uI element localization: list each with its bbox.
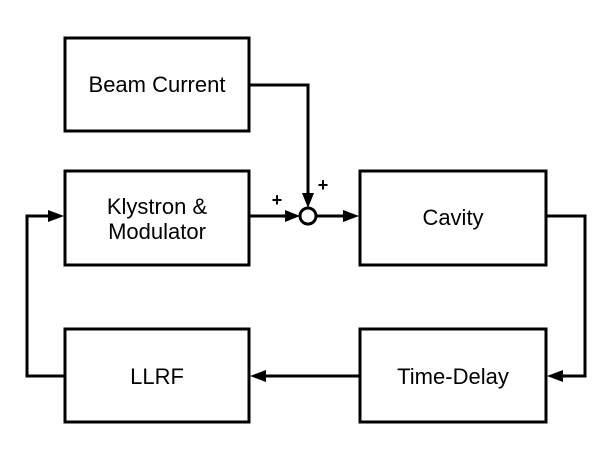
plus-sign-klystron-input: + — [272, 190, 283, 210]
klystron-modulator-block — [63, 169, 251, 267]
arrow-into-cavity — [343, 210, 359, 222]
arrow-into-llrf — [250, 370, 266, 382]
klystron-label-line2: Modulator — [108, 219, 206, 244]
cavity-block — [358, 169, 548, 267]
time-delay-block — [358, 327, 548, 424]
arrow-into-klystron — [48, 210, 64, 222]
beam-current-label: Beam Current — [89, 72, 226, 97]
arrow-into-summer-from-beam — [302, 193, 314, 208]
llrf-block — [63, 327, 251, 424]
summing-junction — [298, 206, 318, 226]
llrf-label: LLRF — [130, 364, 184, 389]
cavity-label: Cavity — [422, 205, 483, 230]
plus-sign-beam-input: + — [318, 175, 329, 195]
time-delay-label: Time-Delay — [397, 364, 509, 389]
beam-current-block — [63, 36, 251, 133]
klystron-label-line1: Klystron & — [107, 194, 208, 219]
wire-beam-to-summer — [249, 83, 310, 194]
wire-llrf-to-klystron — [25, 214, 65, 378]
arrow-into-time-delay — [547, 370, 563, 382]
arrow-into-summer-from-klystron — [285, 210, 300, 222]
wire-cavity-to-time-delay — [546, 214, 587, 378]
